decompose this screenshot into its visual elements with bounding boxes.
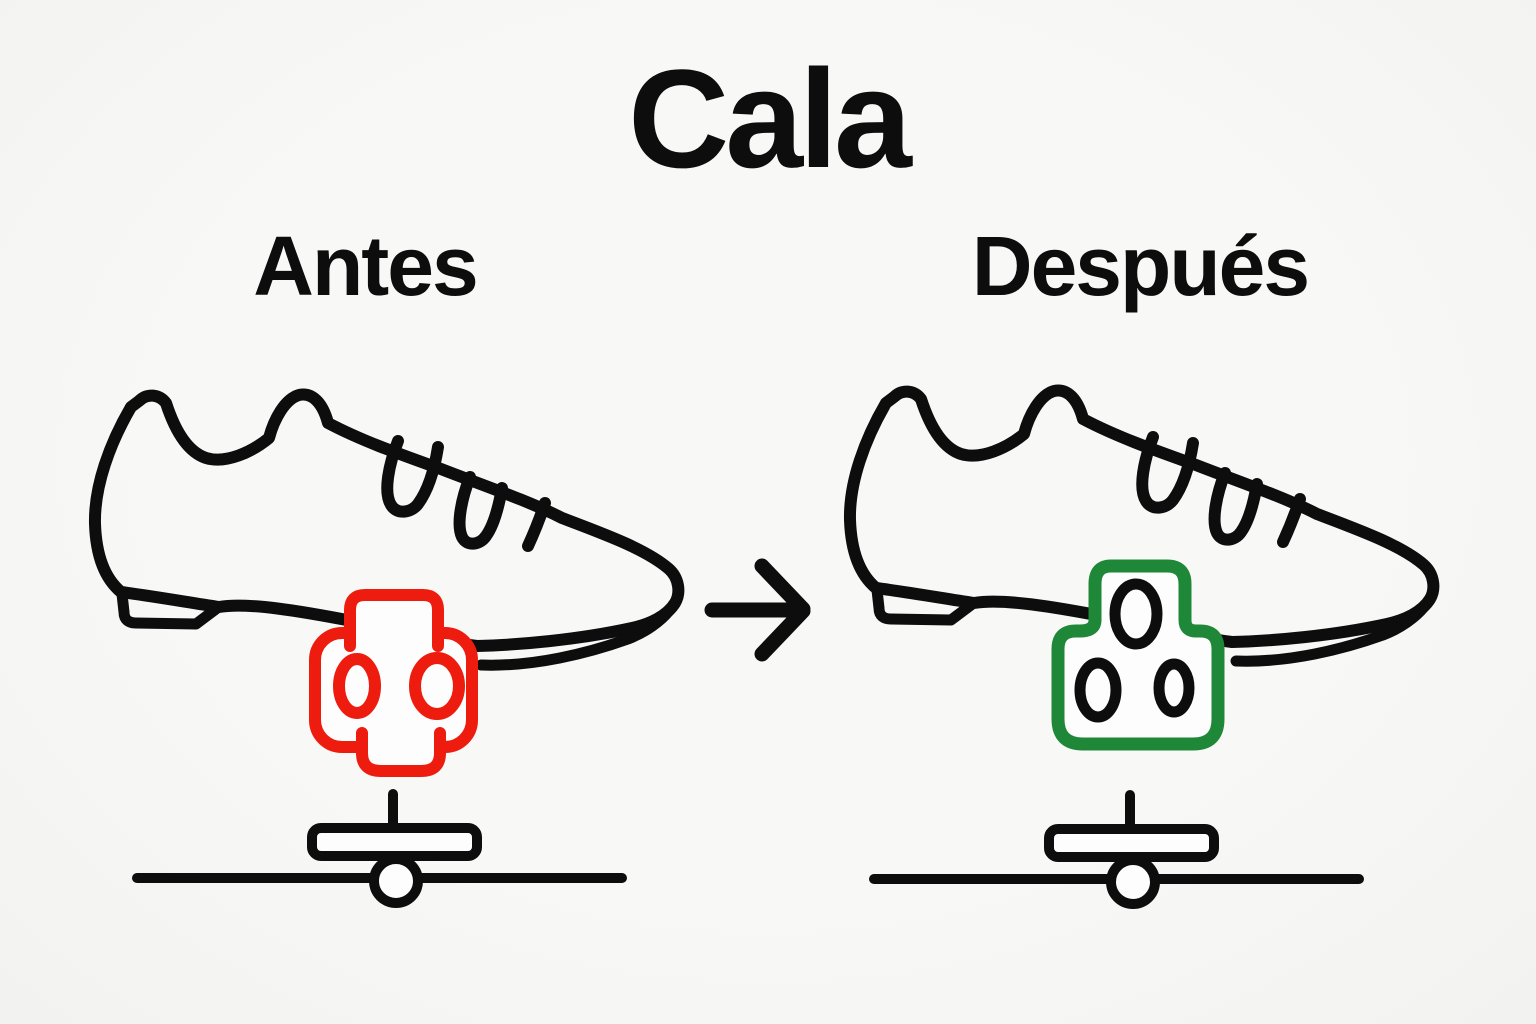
- after-pedal-icon: [874, 795, 1359, 904]
- cleat-bottom-tab: [356, 727, 446, 777]
- after-cleat-icon: [1051, 559, 1225, 751]
- cleat-bolt-hole: [333, 653, 381, 719]
- cleat-bolt-hole: [409, 652, 465, 720]
- after-label: Después: [971, 219, 1310, 313]
- cleat-bolt-hole: [1153, 658, 1195, 718]
- cleat-bolt-hole: [1074, 657, 1122, 723]
- before-pedal-icon: [137, 794, 622, 903]
- cleat-bolt-hole: [1109, 578, 1163, 650]
- page-title: Cala: [628, 40, 912, 197]
- before-label: Antes: [253, 219, 478, 313]
- arrow-right-icon: [704, 558, 811, 662]
- cleat-top-tab: [344, 589, 444, 652]
- before-cleat-icon: [309, 589, 478, 777]
